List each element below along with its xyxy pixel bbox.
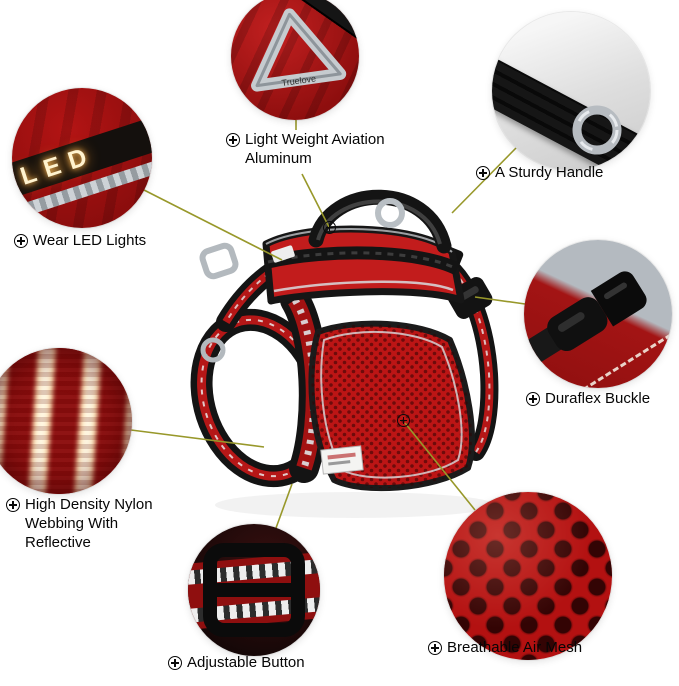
duraflex-buckle-shape — [524, 271, 647, 365]
weave-texture — [0, 348, 132, 494]
plus-circle-icon — [6, 498, 20, 512]
feature-label-text: Reflective — [25, 533, 91, 551]
feature-label-text: Adjustable Button — [187, 654, 305, 671]
plus-circle-icon — [226, 133, 240, 147]
triangle-brand-text: Truelove — [281, 73, 317, 88]
feature-label-text: High Density Nylon — [25, 496, 153, 513]
metal-square-ring — [199, 242, 239, 280]
connector-line-webbing — [130, 429, 265, 448]
callout-air-mesh-photo — [444, 492, 612, 660]
metal-d-ring — [375, 198, 405, 228]
care-tag — [320, 445, 364, 475]
connector-line-led — [143, 189, 283, 261]
plus-circle-icon — [428, 641, 442, 655]
feature-label-text: Light Weight Aviation — [245, 131, 385, 148]
feature-label-handle: A Sturdy Handle — [476, 164, 603, 183]
feature-label-text: Wear LED Lights — [33, 232, 147, 249]
feature-label-text: Webbing With — [25, 514, 119, 532]
feature-label-text: Aluminum — [245, 149, 312, 167]
feature-label-text: Duraflex Buckle — [545, 390, 651, 407]
callout-aluminum-ring-photo: Truelove — [231, 0, 359, 120]
metal-o-ring — [200, 337, 226, 363]
callout-buckle-photo — [524, 240, 672, 388]
honeycomb-mesh-texture — [444, 492, 612, 660]
connector-line-aluminum — [301, 173, 330, 228]
tri-glide-slider — [203, 543, 305, 637]
connector-line-buckle — [474, 296, 526, 305]
plus-circle-icon — [168, 656, 182, 670]
callout-adjustable-button-photo — [188, 524, 320, 656]
callout-handle-photo — [492, 12, 650, 170]
feature-label-text: A Sturdy Handle — [495, 164, 604, 181]
feature-label-text: Breathable Air Mesh — [447, 639, 583, 656]
aluminum-triangle-ring: Truelove — [251, 8, 347, 92]
plus-circle-icon — [476, 166, 490, 180]
feature-label-webbing: High Density Nylon Webbing With Reflecti… — [6, 496, 153, 552]
plus-circle-icon — [323, 221, 336, 234]
plus-circle-icon — [526, 392, 540, 406]
callout-led-photo: LED — [12, 88, 152, 228]
feature-label-air-mesh: Breathable Air Mesh — [428, 639, 582, 658]
connector-line-adjust — [275, 483, 293, 529]
plus-circle-icon — [14, 234, 28, 248]
plus-circle-icon — [397, 414, 410, 427]
handle-d-ring — [572, 105, 622, 155]
feature-label-led: Wear LED Lights — [14, 232, 146, 251]
feature-label-aluminum: Light Weight Aviation Aluminum — [226, 131, 385, 169]
harness-shadow — [215, 492, 495, 518]
callout-webbing-photo — [0, 348, 132, 494]
feature-label-buckle: Duraflex Buckle — [526, 390, 650, 409]
feature-label-adjustable-button: Adjustable Button — [168, 654, 305, 673]
